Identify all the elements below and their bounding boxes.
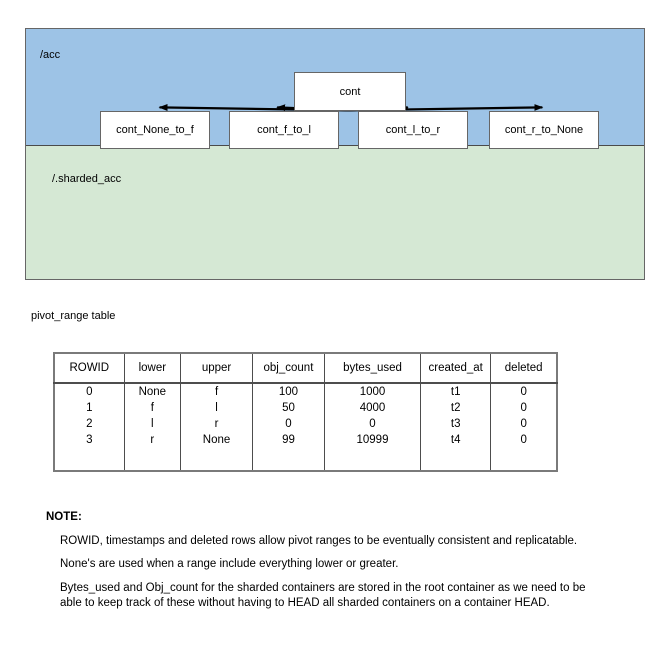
sharding-diagram: /acc /.sharded_acc cont cont_None_to_f c… <box>25 28 645 280</box>
node-cont-label: cont <box>339 85 361 98</box>
table-empty-row <box>54 448 557 471</box>
cell-created-at: t1 <box>420 383 492 400</box>
cell-bytes-used: 1000 <box>323 383 422 400</box>
column-header-obj-count: obj_count <box>252 353 325 384</box>
cell-bytes-used: 4000 <box>323 400 422 416</box>
table-row: 2 l r 0 0 t3 0 <box>54 416 557 432</box>
cell-lower: r <box>123 432 182 448</box>
node-cont-none-to-f[interactable]: cont_None_to_f <box>100 111 210 149</box>
cell-deleted: 0 <box>490 383 557 400</box>
cell-upper: l <box>180 400 253 416</box>
node-cont-none-to-f-label: cont_None_to_f <box>116 124 194 136</box>
cell-lower: f <box>123 400 182 416</box>
cell-upper: f <box>180 383 253 400</box>
node-cont[interactable]: cont <box>294 72 406 111</box>
cell-lower: l <box>123 416 182 432</box>
cell-rowid: 2 <box>54 416 125 432</box>
diagram-edges <box>158 104 544 112</box>
node-cont-f-to-l-label: cont_f_to_l <box>257 124 311 136</box>
cell-lower: None <box>123 383 182 400</box>
cell-obj-count: 99 <box>252 432 325 448</box>
cell-rowid: 3 <box>54 432 125 448</box>
note-block: NOTE: ROWID, timestamps and deleted rows… <box>46 510 611 612</box>
cell-rowid: 1 <box>54 400 125 416</box>
note-title: NOTE: <box>46 511 82 523</box>
cell-obj-count: 50 <box>252 400 325 416</box>
note-paragraph-1: ROWID, timestamps and deleted rows allow… <box>60 534 578 547</box>
cell-upper: r <box>180 416 253 432</box>
node-cont-l-to-r[interactable]: cont_l_to_r <box>358 111 468 149</box>
note-paragraph-3: Bytes_used and Obj_count for the sharded… <box>60 581 586 610</box>
cell-created-at: t4 <box>420 432 492 448</box>
region-acc-label: /acc <box>40 49 61 61</box>
column-header-created-at: created_at <box>420 353 492 384</box>
cell-bytes-used: 0 <box>323 416 422 432</box>
column-header-deleted: deleted <box>490 353 557 384</box>
cell-rowid: 0 <box>54 383 125 400</box>
cell-deleted: 0 <box>490 416 557 432</box>
node-cont-l-to-r-label: cont_l_to_r <box>385 124 441 136</box>
table-row: 3 r None 99 10999 t4 0 <box>54 432 557 448</box>
cell-created-at: t2 <box>420 400 492 416</box>
region-sharded-acc: /.sharded_acc <box>26 146 644 279</box>
node-cont-r-to-none[interactable]: cont_r_to_None <box>489 111 599 149</box>
note-paragraph-2: None's are used when a range include eve… <box>60 558 399 571</box>
pivot-range-table-caption: pivot_range table <box>31 310 116 322</box>
cell-upper: None <box>180 432 253 448</box>
pivot-range-table: ROWID lower upper obj_count bytes_used c… <box>53 352 558 472</box>
node-cont-r-to-none-label: cont_r_to_None <box>504 124 584 136</box>
cell-obj-count: 100 <box>252 383 325 400</box>
region-sharded-acc-label: /.sharded_acc <box>52 173 122 185</box>
table-row: 1 f l 50 4000 t2 0 <box>54 400 557 416</box>
table-header-row: ROWID lower upper obj_count bytes_used c… <box>54 353 557 384</box>
node-cont-f-to-l[interactable]: cont_f_to_l <box>229 111 339 149</box>
cell-created-at: t3 <box>420 416 492 432</box>
cell-obj-count: 0 <box>252 416 325 432</box>
column-header-bytes-used: bytes_used <box>323 353 422 384</box>
cell-bytes-used: 10999 <box>323 432 422 448</box>
cell-deleted: 0 <box>490 400 557 416</box>
column-header-rowid: ROWID <box>54 353 125 384</box>
table-row: 0 None f 100 1000 t1 0 <box>54 383 557 400</box>
column-header-upper: upper <box>180 353 253 384</box>
column-header-lower: lower <box>123 353 182 384</box>
cell-deleted: 0 <box>490 432 557 448</box>
